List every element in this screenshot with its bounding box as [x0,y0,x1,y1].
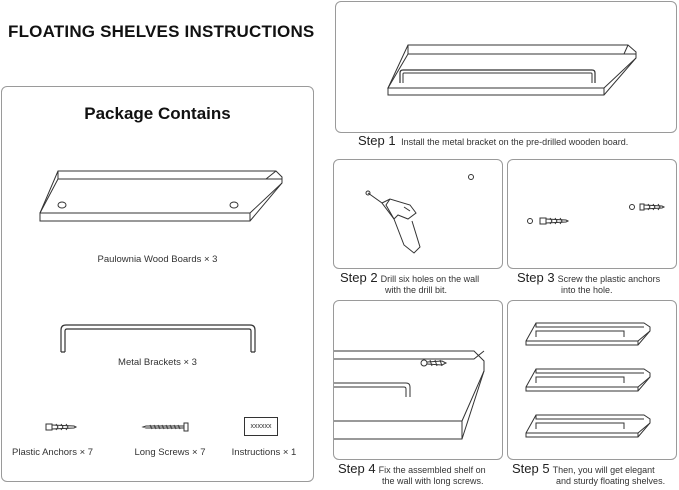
anchor-insert-illustration [526,214,574,228]
anchor-inserted-illustration [628,200,668,214]
finished-shelves-illustration [524,317,664,457]
step-3-text-line-1: Screw the plastic anchors [557,274,661,284]
package-contents-panel: Package Contains Paulownia Wood Boards ×… [1,86,314,482]
step-3-panel [507,159,677,269]
drill-hole-mark [466,172,476,182]
drill-illustration [364,185,444,260]
brackets-caption: Metal Brackets × 3 [118,357,197,368]
step-2-number: Step 2 [340,270,378,285]
step-3-number: Step 3 [517,270,555,285]
long-screw-illustration [142,421,192,433]
step-1-panel [335,1,677,133]
shelf-wall-mount-illustration [334,349,502,459]
step-2-panel [333,159,503,269]
step-5-text-line-2: and sturdy floating shelves. [556,476,666,486]
anchors-caption: Plastic Anchors × 7 [12,447,94,458]
step-1-number: Step 1 [358,133,396,148]
shelf-middle [526,369,650,391]
instructions-booklet: xxxxxx [244,417,278,436]
shelf-top [526,323,650,345]
instructions-booklet-text: xxxxxx [250,423,272,430]
shelf-bottom [526,415,650,437]
step-4-panel [333,300,503,460]
step-1-caption: Step 1 Install the metal bracket on the … [358,133,629,148]
bracket-on-board-illustration [384,42,644,102]
step-2-text-line-1: Drill six holes on the wall [380,274,480,284]
plastic-anchor-illustration [44,421,78,433]
boards-caption: Paulownia Wood Boards × 3 [97,254,218,265]
step-1-text: Install the metal bracket on the pre-dri… [401,137,629,147]
step-5-number: Step 5 [512,461,550,476]
page-title: FLOATING SHELVES INSTRUCTIONS [8,22,315,41]
screws-caption: Long Screws × 7 [134,447,206,458]
package-heading: Package Contains [84,104,231,123]
step-5-panel [507,300,677,460]
step-4-number: Step 4 [338,461,376,476]
step-2-text-line-2: with the drill bit. [385,285,448,295]
step-3-text-line-2: into the hole. [561,285,613,295]
instructions-caption: Instructions × 1 [231,447,297,458]
step-5-text-line-1: Then, you will get elegant [552,465,655,475]
step-4-text-line-1: Fix the assembled shelf on [378,465,486,475]
wood-board-illustration [36,167,286,247]
metal-bracket-illustration [58,322,258,354]
step-4-text-line-2: the wall with long screws. [382,476,484,486]
